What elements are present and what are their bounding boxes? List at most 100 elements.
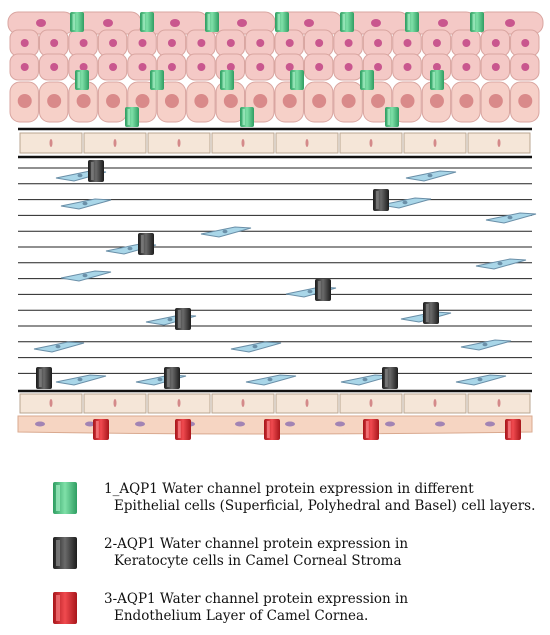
cell-nucleus [403, 63, 412, 71]
aqp1-keratocyte-channel [164, 367, 180, 389]
aqp1-epithelial-channel [75, 70, 89, 90]
membrane-bands [18, 127, 532, 414]
stroma-layer [18, 167, 537, 386]
aqp1-keratocyte-channel [175, 308, 191, 330]
cell-nucleus [491, 39, 500, 47]
legend-keratocyte-line1: 2-AQP1 Water channel protein expression … [104, 536, 409, 552]
endothelial-nucleus [435, 421, 445, 427]
aqp1-epithelial-channel [150, 70, 164, 90]
band-nucleus [369, 139, 373, 147]
endothelial-nucleus [35, 421, 45, 427]
cell-nucleus [371, 19, 381, 27]
cell-nucleus [371, 94, 386, 108]
aqp1-epithelial-channel [405, 12, 419, 32]
black-channel-icon [53, 537, 77, 569]
aqp1-epithelial-channel [205, 12, 219, 32]
cell-nucleus [374, 63, 383, 71]
cell-nucleus [521, 63, 530, 71]
legend-keratocyte-line2: Keratocyte cells in Camel Corneal Stroma [114, 553, 402, 569]
legend-endothelial: 3-AQP1 Water channel protein expression … [52, 591, 542, 635]
cell-nucleus [505, 19, 515, 27]
endothelial-nucleus [135, 421, 145, 427]
aqp1-endothelial-channel [175, 419, 191, 440]
cell-nucleus [226, 63, 235, 71]
cell-nucleus [197, 63, 206, 71]
band-nucleus [433, 139, 437, 147]
endothelial-nucleus [485, 421, 495, 427]
aqp1-endothelial-channel [505, 419, 521, 440]
endothelial-nucleus [235, 421, 245, 427]
endothelial-nucleus [385, 421, 395, 427]
cell-nucleus [403, 39, 412, 47]
aqp1-keratocyte-channel [315, 279, 331, 301]
keratocyte-nucleus [482, 342, 488, 347]
cell-nucleus [344, 63, 353, 71]
legend-endothelial-line1: 3-AQP1 Water channel protein expression … [104, 591, 409, 607]
cell-nucleus [79, 63, 88, 71]
keratocyte-nucleus [77, 377, 83, 382]
cell-nucleus [138, 39, 147, 47]
aqp1-epithelial-channel [125, 107, 139, 127]
cell-nucleus [256, 63, 265, 71]
cell-nucleus [109, 39, 118, 47]
aqp1-epithelial-channel [240, 107, 254, 127]
cell-nucleus [223, 94, 238, 108]
cell-nucleus [17, 94, 32, 108]
aqp1-endothelial-channel [363, 419, 379, 440]
keratocyte-nucleus [167, 317, 173, 322]
band-nucleus [177, 399, 181, 407]
endothelial-nucleus [335, 421, 345, 427]
cell-nucleus [282, 94, 297, 108]
cell-nucleus [491, 63, 500, 71]
legend-epithelial-line1: 1_AQP1 Water channel protein expression … [104, 481, 474, 497]
keratocyte-nucleus [82, 273, 88, 278]
cell-nucleus [50, 39, 59, 47]
aqp1-keratocyte-channel [423, 302, 439, 324]
aqp1-endothelial-channel [264, 419, 280, 440]
keratocyte-nucleus [55, 344, 61, 349]
cell-nucleus [374, 39, 383, 47]
legend-endothelial-text: 3-AQP1 Water channel protein expression … [104, 591, 544, 625]
keratocyte-nucleus [307, 289, 313, 294]
cell-nucleus [462, 63, 471, 71]
aqp1-channels [36, 12, 521, 440]
cell-nucleus [304, 19, 314, 27]
keratocyte-nucleus [402, 200, 408, 205]
cell-nucleus [521, 39, 530, 47]
cell-nucleus [164, 94, 179, 108]
band-nucleus [305, 399, 309, 407]
aqp1-keratocyte-channel [373, 189, 389, 211]
keratocyte-nucleus [252, 344, 258, 349]
cell-nucleus [432, 39, 441, 47]
cell-nucleus [341, 94, 356, 108]
aqp1-epithelial-channel [385, 107, 399, 127]
aqp1-keratocyte-channel [88, 160, 104, 182]
cell-nucleus [170, 19, 180, 27]
cell-nucleus [194, 94, 209, 108]
legend-endothelial-line2: Endothelium Layer of Camel Cornea. [114, 608, 369, 624]
band-nucleus [497, 139, 501, 147]
aqp1-epithelial-channel [360, 70, 374, 90]
aqp1-epithelial-channel [430, 70, 444, 90]
cornea-diagram [7, 11, 544, 440]
cell-nucleus [47, 94, 62, 108]
cell-nucleus [76, 94, 91, 108]
legend-keratocyte: 2-AQP1 Water channel protein expression … [52, 536, 542, 580]
keratocyte-nucleus [127, 246, 133, 251]
cell-nucleus [462, 39, 471, 47]
band-nucleus [241, 139, 245, 147]
band-nucleus [305, 139, 309, 147]
keratocyte-nucleus [477, 377, 483, 382]
aqp1-epithelial-channel [140, 12, 154, 32]
cell-nucleus [285, 63, 294, 71]
aqp1-epithelial-channel [70, 12, 84, 32]
cell-nucleus [312, 94, 327, 108]
keratocyte-nucleus [82, 201, 88, 206]
cell-nucleus [103, 19, 113, 27]
cell-nucleus [50, 63, 59, 71]
keratocyte-nucleus [157, 377, 163, 382]
green-channel-icon [53, 482, 77, 514]
aqp1-epithelial-channel [290, 70, 304, 90]
cell-nucleus [237, 19, 247, 27]
cell-nucleus [285, 39, 294, 47]
